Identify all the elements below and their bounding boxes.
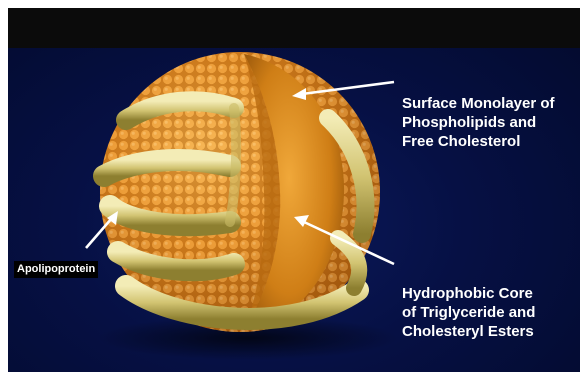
surface-monolayer-label: Surface Monolayer of Phospholipids and F… <box>402 94 555 151</box>
apolipoprotein-label: Apolipoprotein <box>14 261 98 278</box>
hydrophobic-core-label: Hydrophobic Core of Triglyceride and Cho… <box>402 284 535 341</box>
diagram-frame: Surface Monolayer of Phospholipids and F… <box>8 8 580 372</box>
